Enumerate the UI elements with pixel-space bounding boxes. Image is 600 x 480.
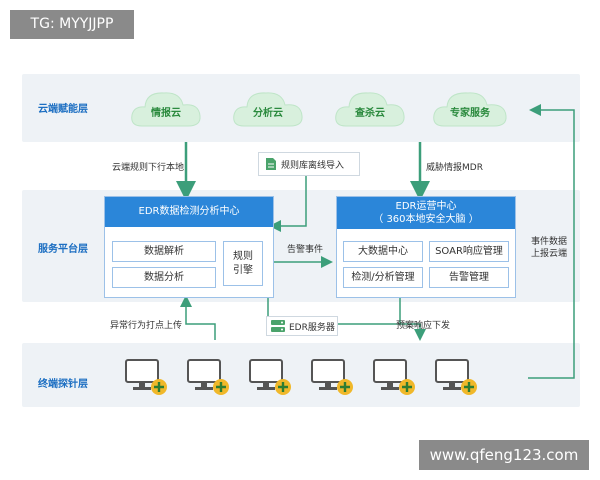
alert-event-label: 告警事件 bbox=[287, 245, 324, 255]
cloud-label: 专家服务 bbox=[450, 108, 490, 119]
edr-server-label: EDR服务器 bbox=[289, 323, 335, 333]
watermark-top: TG: MYYJJPP bbox=[10, 10, 134, 39]
service-layer-label: 服务平台层 bbox=[38, 244, 88, 255]
edr-server-box: EDR服务器 bbox=[266, 316, 338, 336]
terminal-layer-band bbox=[22, 343, 580, 407]
threat-intel-label: 威胁情报MDR bbox=[426, 163, 483, 173]
cloud-intel: 情报云 bbox=[128, 84, 204, 132]
cloud-label: 分析云 bbox=[253, 108, 283, 119]
bigdata-cell: 大数据中心 bbox=[343, 241, 423, 262]
computer-plus-icon bbox=[124, 358, 170, 398]
plan-response-label: 预案响应下发 bbox=[396, 321, 451, 331]
cloud-label: 情报云 bbox=[151, 108, 181, 119]
server-icon bbox=[271, 320, 285, 332]
cloud-icon bbox=[335, 92, 405, 127]
watermark-bottom: www.qfeng123.com bbox=[419, 440, 589, 470]
abnormal-upload-label: 异常行为打点上传 bbox=[110, 321, 183, 331]
computer-plus-icon bbox=[434, 358, 480, 398]
edr-ops-title: EDR运营中心 bbox=[395, 201, 457, 212]
cloud-icon bbox=[233, 92, 303, 127]
detect-manage-cell: 检测/分析管理 bbox=[343, 267, 423, 288]
cloud-scan: 查杀云 bbox=[332, 84, 408, 132]
event-upload-label: 事件数据 上报云端 bbox=[531, 237, 568, 259]
edr-analysis-center: EDR数据检测分析中心 数据解析 数据分析 规则 引擎 bbox=[104, 196, 274, 298]
data-analysis-cell: 数据分析 bbox=[112, 267, 216, 288]
cloud-label: 查杀云 bbox=[355, 108, 385, 119]
edr-ops-center: EDR运营中心 （ 360本地安全大脑 ） 大数据中心 SOAR响应管理 检测/… bbox=[336, 196, 516, 298]
cloud-expert: 专家服务 bbox=[430, 84, 510, 132]
rule-import-box: 规则库离线导入 bbox=[258, 152, 360, 176]
cloud-icon bbox=[131, 92, 201, 127]
edr-ops-subtitle: （ 360本地安全大脑 ） bbox=[373, 214, 479, 225]
rule-import-label: 规则库离线导入 bbox=[281, 161, 345, 171]
computer-plus-icon bbox=[372, 358, 418, 398]
document-icon bbox=[266, 158, 276, 170]
cloud-layer-label: 云端赋能层 bbox=[38, 104, 88, 115]
edr-ops-header: EDR运营中心 （ 360本地安全大脑 ） bbox=[337, 197, 515, 229]
alert-manage-cell: 告警管理 bbox=[429, 267, 509, 288]
computer-plus-icon bbox=[310, 358, 356, 398]
rule-engine-cell: 规则 引擎 bbox=[223, 241, 263, 286]
rule-down-label: 云端规则下行本地 bbox=[112, 163, 185, 173]
cloud-icon bbox=[433, 92, 507, 127]
soar-cell: SOAR响应管理 bbox=[429, 241, 509, 262]
terminal-layer-label: 终端探针层 bbox=[38, 379, 88, 390]
data-parse-cell: 数据解析 bbox=[112, 241, 216, 262]
computer-plus-icon bbox=[186, 358, 232, 398]
edr-analysis-title: EDR数据检测分析中心 bbox=[105, 197, 273, 227]
cloud-analysis: 分析云 bbox=[230, 84, 306, 132]
computer-plus-icon bbox=[248, 358, 294, 398]
